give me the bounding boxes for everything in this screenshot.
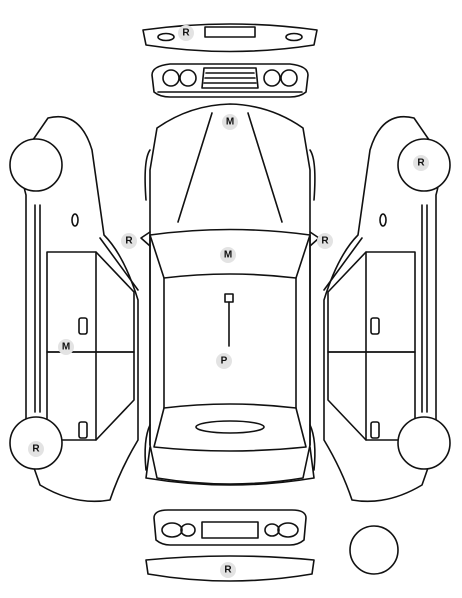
- front-bumper-view[interactable]: [142, 23, 318, 53]
- marker-label: P: [221, 356, 228, 367]
- marker-front-bumper[interactable]: R: [178, 25, 194, 41]
- marker-wheel-rear-left[interactable]: R: [28, 441, 44, 457]
- marker-label: R: [125, 236, 133, 247]
- marker-roof[interactable]: P: [216, 353, 232, 369]
- marker-hood[interactable]: M: [222, 114, 238, 130]
- marker-label: R: [224, 565, 232, 576]
- marker-label: M: [226, 117, 234, 128]
- front-headlights-view[interactable]: [151, 63, 309, 98]
- marker-side-left[interactable]: M: [58, 339, 74, 355]
- spare-wheel[interactable]: [349, 525, 399, 575]
- car-top-view[interactable]: [140, 103, 320, 486]
- marker-label: M: [62, 342, 70, 353]
- marker-mirror-left[interactable]: R: [121, 233, 137, 249]
- marker-label: R: [32, 444, 40, 455]
- marker-wheel-front-right[interactable]: R: [413, 155, 429, 171]
- rear-bumper-view[interactable]: [145, 555, 315, 582]
- marker-label: R: [182, 28, 190, 39]
- car-left-side-view[interactable]: [9, 116, 139, 503]
- marker-label: R: [321, 236, 329, 247]
- marker-rear-bumper[interactable]: R: [220, 562, 236, 578]
- car-right-side-view[interactable]: [323, 116, 451, 503]
- marker-windshield[interactable]: M: [220, 247, 236, 263]
- marker-label: R: [417, 158, 425, 169]
- marker-mirror-right[interactable]: R: [317, 233, 333, 249]
- marker-label: M: [224, 250, 232, 261]
- rear-lights-view[interactable]: [153, 509, 307, 546]
